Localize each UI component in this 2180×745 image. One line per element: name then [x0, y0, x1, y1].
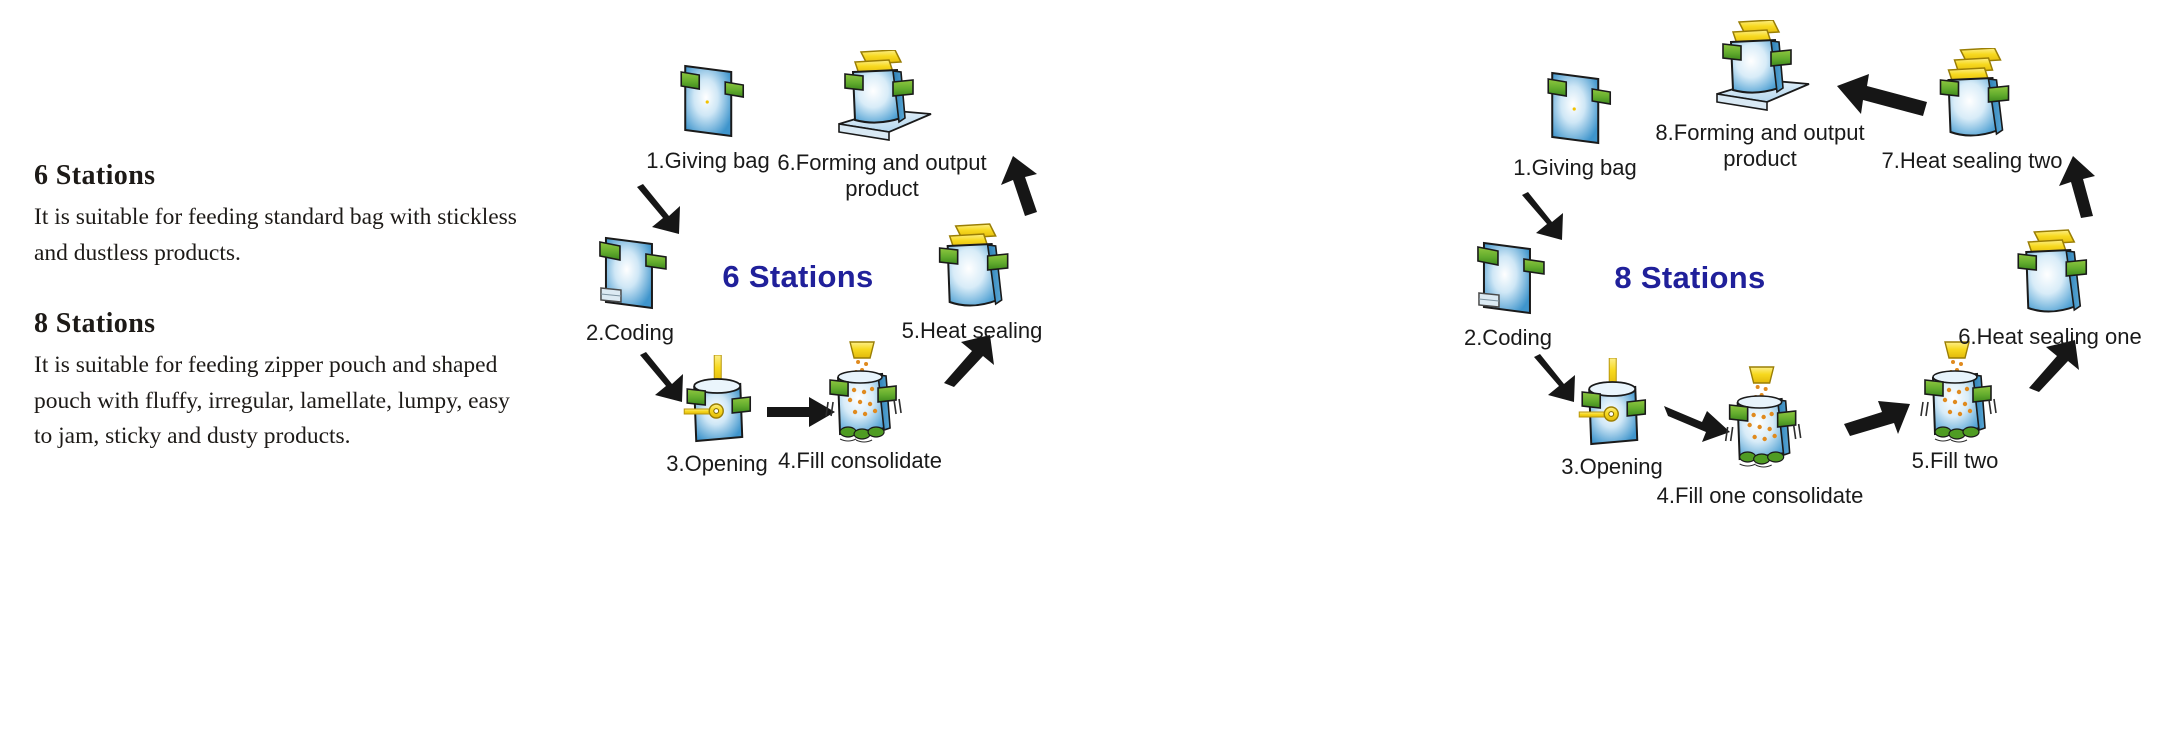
six-stations-diagram: 6 Stations 1.Giving bag [586, 0, 1070, 745]
section-heading-6-stations: 6 Stations [34, 160, 156, 191]
filling-bag-icon [1657, 365, 1864, 469]
output-conveyor-icon [1630, 19, 1890, 116]
arrow-six-5-to-6 [995, 150, 1045, 220]
sealed-bag-icon [1958, 228, 2141, 320]
double-sealed-bag-icon [1882, 47, 2063, 144]
six-stations-center-title: 6 Stations [722, 259, 874, 294]
node-eight-heat-sealing-two[interactable]: 7.Heat sealing two [1881, 47, 2063, 174]
node-label: 1.Giving bag [1513, 155, 1637, 180]
node-label: 4.Fill consolidate [778, 448, 942, 473]
arrow-six-4-to-5 [940, 325, 1006, 389]
panel-spacer [34, 272, 534, 308]
arrow-eight-5-to-6 [2025, 330, 2091, 394]
node-label: 6.Forming and output product [777, 150, 987, 201]
node-six-giving-bag[interactable]: 1.Giving bag [646, 58, 770, 174]
node-label: 1.Giving bag [646, 148, 770, 173]
arrow-eight-3-to-4 [1662, 400, 1734, 446]
flat-bag-icon [646, 58, 770, 144]
section-body-8-stations: It is suitable for feeding zipper pouch … [34, 351, 510, 450]
arrow-eight-1-to-2 [1520, 188, 1580, 246]
node-eight-opening[interactable]: 3.Opening [1561, 357, 1663, 480]
node-six-fill-consolidate[interactable]: 4.Fill consolidate [778, 340, 942, 474]
coding-bag-icon [586, 230, 674, 316]
arrow-six-1-to-2 [635, 180, 699, 242]
node-six-coding[interactable]: 2.Coding [586, 230, 674, 346]
node-eight-giving-bag[interactable]: 1.Giving bag [1513, 65, 1637, 181]
node-label: 2.Coding [1463, 325, 1553, 350]
node-eight-fill-one[interactable]: 4.Fill one consolidate [1656, 365, 1864, 509]
arrow-eight-2-to-3 [1532, 350, 1590, 408]
node-label: 5.Heat sealing [901, 318, 1043, 343]
sealed-bag-icon [902, 222, 1043, 314]
open-bag-icon [666, 354, 768, 447]
eight-stations-diagram: 8 Stations 1.Giving bag [1100, 0, 2160, 745]
node-eight-fill-two[interactable]: 5.Fill two [1907, 340, 2003, 474]
node-label: 3.Opening [666, 451, 768, 476]
node-eight-forming-output[interactable]: 8.Forming and output product [1630, 19, 1890, 172]
section-body-6-stations: It is suitable for feeding standard bag … [34, 204, 517, 266]
node-label: 6.Heat sealing one [1958, 324, 2142, 349]
arrow-eight-7-to-8 [1835, 72, 1931, 124]
node-label: 3.Opening [1561, 454, 1663, 479]
node-eight-coding[interactable]: 2.Coding [1464, 235, 1552, 351]
arrow-six-2-to-3 [638, 348, 702, 410]
node-six-heat-sealing[interactable]: 5.Heat sealing [901, 222, 1043, 344]
arrow-eight-4-to-5 [1842, 394, 1914, 440]
arrow-eight-6-to-7 [2055, 152, 2101, 222]
output-conveyor-icon [767, 49, 997, 146]
node-label: 5.Fill two [1911, 448, 1999, 473]
filling-bag-icon [778, 340, 942, 444]
filling-bag-icon [1907, 340, 2003, 444]
node-eight-heat-sealing-one[interactable]: 6.Heat sealing one [1958, 228, 2142, 350]
coding-bag-icon [1464, 235, 1552, 321]
eight-stations-center-title: 8 Stations [1614, 260, 1766, 295]
node-six-forming-output[interactable]: 6.Forming and output product [767, 49, 997, 202]
node-label: 8.Forming and output product [1655, 120, 1865, 171]
open-bag-icon [1561, 357, 1663, 450]
node-label: 2.Coding [585, 320, 675, 345]
arrow-six-3-to-4 [765, 395, 837, 429]
description-panel: 6 Stations It is suitable for feeding st… [34, 160, 534, 455]
node-label: 7.Heat sealing two [1881, 148, 2063, 173]
section-heading-8-stations: 8 Stations [34, 307, 156, 339]
node-six-opening[interactable]: 3.Opening [666, 354, 768, 477]
flat-bag-icon [1513, 65, 1637, 151]
node-label: 4.Fill one consolidate [1656, 483, 1864, 508]
